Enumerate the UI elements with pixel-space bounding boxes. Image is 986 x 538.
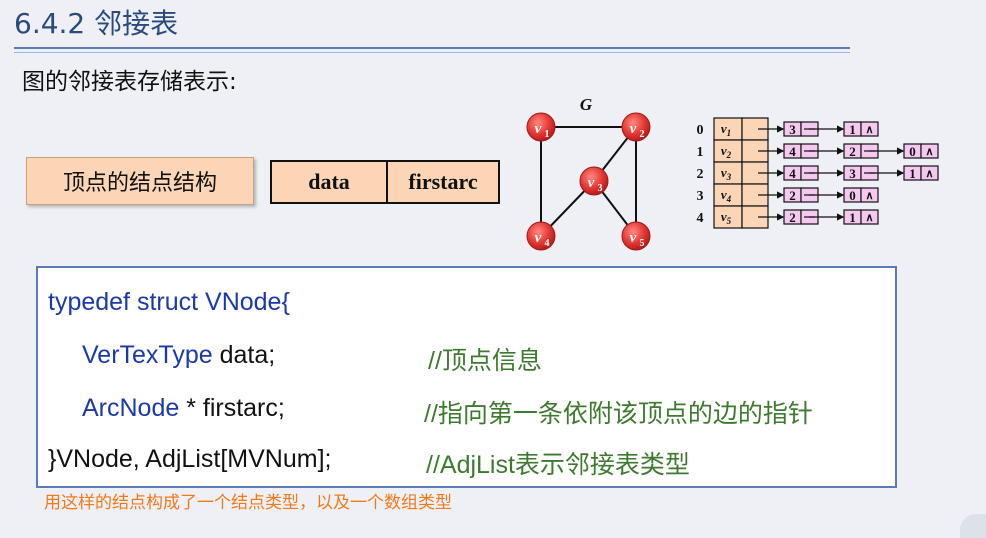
arc-node-value: 0	[849, 188, 856, 203]
adj-vertex-label: v3	[721, 165, 732, 182]
node-structure-diagram: data firstarc	[270, 160, 500, 204]
arc-node-value: 1	[849, 122, 856, 137]
adj-row: 2 v3 4 3 1 ∧	[697, 161, 939, 185]
null-pointer-icon: ∧	[865, 190, 873, 202]
adj-index: 3	[697, 189, 704, 204]
code-line-3: ArcNode * firstarc;	[82, 394, 285, 423]
slide-subtitle: 图的邻接表存储表示:	[22, 69, 237, 95]
code-field-data: data;	[212, 341, 276, 369]
arc-node-next	[920, 143, 939, 159]
corner-bubble-icon	[960, 514, 986, 538]
adj-index: 0	[697, 123, 704, 138]
arc-node-value: 2	[849, 144, 856, 159]
adj-vertex-label: v5	[721, 209, 732, 226]
graph-diagram: G v 1 v 2 v 3 v 4 v 5	[526, 95, 651, 251]
code-closing: }VNode, AdjList[MVNum];	[48, 445, 332, 473]
adj-index: 2	[697, 167, 704, 182]
adj-row: 1 v2 4 2 0 ∧	[697, 139, 939, 163]
null-pointer-icon: ∧	[865, 212, 873, 224]
svg-text:v: v	[630, 121, 637, 137]
svg-text:1: 1	[545, 129, 550, 140]
svg-text:4: 4	[545, 238, 550, 249]
footnote-text: 用这样的结点构成了一个结点类型，以及一个数组类型	[44, 493, 452, 513]
svg-text:v: v	[588, 175, 595, 191]
code-comment-4: //AdjList表示邻接表类型	[426, 451, 690, 479]
code-comment-3: //指向第一条依附该顶点的边的指针	[424, 400, 813, 428]
arc-node-value: 2	[789, 210, 796, 225]
svg-text:v: v	[535, 121, 542, 137]
title-rule-thin	[14, 52, 850, 53]
arc-node-value: 1	[909, 166, 916, 181]
svg-text:3: 3	[598, 183, 603, 194]
null-pointer-icon: ∧	[925, 168, 933, 180]
arc-node-next	[920, 165, 939, 181]
arc-node-value: 3	[789, 122, 796, 137]
arc-node-next	[860, 187, 879, 203]
adj-row: 3 v4 2 0 ∧	[697, 183, 879, 207]
arc-node-next	[860, 121, 879, 137]
vertex-v3: v 3	[579, 166, 609, 196]
arc-node-next	[860, 209, 879, 225]
node-field-data: data	[272, 162, 388, 202]
graph-title: G	[580, 95, 593, 114]
null-pointer-icon: ∧	[925, 146, 933, 158]
svg-text:v: v	[630, 230, 637, 246]
vertex-v4: v 4	[526, 221, 556, 251]
adjacency-list-diagram: 0 v1 3 1 ∧ 1 v2 4 2 0 ∧ 2 v3 4 3 1 ∧ 3 v4 2 0 ∧ 4 v5 2 1 ∧	[697, 117, 939, 229]
code-block: typedef struct VNode{ VerTexType data; /…	[36, 266, 897, 488]
code-field-firstarc: * firstarc;	[179, 394, 285, 422]
svg-text:v: v	[535, 230, 542, 246]
adj-vertex-label: v2	[721, 143, 732, 160]
adj-vertex-label: v1	[721, 121, 731, 138]
title-rule	[14, 47, 850, 49]
vertex-v2: v 2	[621, 112, 651, 142]
code-line-2: VerTexType data;	[82, 341, 275, 370]
arc-node-value: 4	[789, 166, 796, 181]
arc-node-value: 1	[849, 210, 856, 225]
code-typedef: typedef struct VNode{	[48, 288, 290, 316]
adj-row: 0 v1 3 1 ∧	[697, 117, 879, 141]
arc-node-value: 4	[789, 144, 796, 159]
code-line-1: typedef struct VNode{	[48, 288, 290, 317]
vnode-structure-label: 顶点的结点结构	[26, 157, 254, 205]
arc-node-value: 2	[789, 188, 796, 203]
slide-title: 6.4.2 邻接表	[14, 7, 179, 40]
vnode-structure-label-text: 顶点的结点结构	[62, 171, 217, 196]
adj-row: 4 v5 2 1 ∧	[697, 205, 879, 229]
node-field-firstarc: firstarc	[408, 169, 478, 194]
adj-vertex-label: v4	[721, 187, 732, 204]
adj-index: 4	[697, 211, 704, 226]
code-comment-2: //顶点信息	[428, 347, 542, 375]
svg-text:2: 2	[640, 129, 645, 140]
vertex-v5: v 5	[621, 221, 651, 251]
code-line-4: }VNode, AdjList[MVNum];	[48, 445, 331, 474]
code-type-vertextype: VerTexType	[82, 341, 213, 369]
vertex-v1: v 1	[526, 112, 556, 142]
arc-node-value: 3	[849, 166, 856, 181]
code-type-arcnode: ArcNode	[82, 394, 180, 422]
svg-text:5: 5	[640, 238, 645, 249]
arc-node-value: 0	[909, 144, 916, 159]
null-pointer-icon: ∧	[865, 124, 873, 136]
adj-index: 1	[697, 145, 704, 160]
